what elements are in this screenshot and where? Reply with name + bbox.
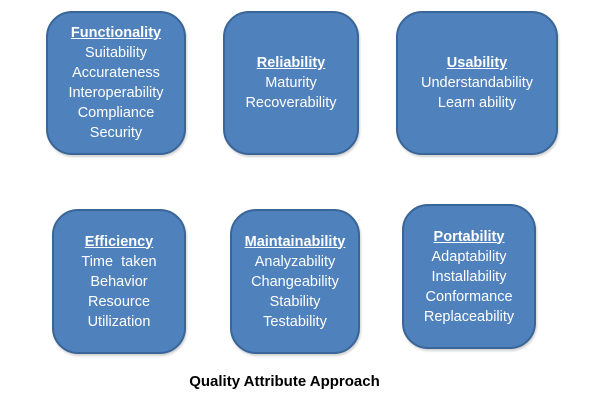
- reliability-box: Reliability Maturity Recoverability: [223, 11, 359, 155]
- attribute-list: Understandability Learn ability: [421, 73, 533, 113]
- attribute-item: Resource: [87, 293, 151, 310]
- attribute-item: Analyzability: [254, 253, 336, 270]
- attribute-item: Accurateness: [72, 65, 160, 81]
- functionality-box: Functionality Suitability Accurateness I…: [46, 11, 186, 155]
- attribute-item: Utilization: [87, 313, 151, 330]
- attribute-item: Behavior: [90, 273, 148, 290]
- attribute-item: Time taken: [81, 253, 157, 270]
- attribute-item: Security: [89, 125, 143, 141]
- attribute-item: Suitability: [84, 45, 148, 61]
- attribute-list: Maturity Recoverability: [245, 73, 336, 113]
- usability-box: Usability Understandability Learn abilit…: [396, 11, 558, 155]
- attribute-list: Adaptability Installability Conformance …: [424, 247, 514, 327]
- portability-box: Portability Adaptability Installability …: [402, 204, 536, 349]
- attribute-item: Learn ability: [437, 95, 517, 111]
- attribute-item: Stability: [269, 293, 321, 310]
- attribute-item: Maturity: [265, 75, 317, 91]
- diagram-caption: Quality Attribute Approach: [189, 373, 380, 390]
- box-title: Usability: [446, 55, 508, 71]
- efficiency-box: Efficiency Time taken Behavior Resource …: [52, 209, 186, 354]
- box-title: Maintainability: [244, 233, 346, 250]
- box-title: Portability: [433, 228, 505, 245]
- attribute-item: Adaptability: [431, 248, 507, 265]
- attribute-item: Testability: [263, 313, 327, 330]
- attribute-list: Analyzability Changeability Stability Te…: [251, 252, 339, 332]
- attribute-item: Changeability: [251, 273, 339, 290]
- box-title: Reliability: [256, 55, 326, 71]
- attribute-item: Understandability: [420, 75, 534, 91]
- attribute-list: Suitability Accurateness Interoperabilit…: [68, 43, 163, 143]
- attribute-item: Compliance: [77, 105, 155, 121]
- box-title: Functionality: [70, 25, 162, 41]
- attribute-item: Interoperability: [68, 85, 164, 101]
- attribute-item: Replaceability: [423, 308, 515, 325]
- attribute-list: Time taken Behavior Resource Utilization: [81, 252, 156, 332]
- maintainability-box: Maintainability Analyzability Changeabil…: [230, 209, 360, 354]
- attribute-item: Installability: [431, 268, 507, 285]
- attribute-item: Recoverability: [245, 95, 337, 111]
- box-title: Efficiency: [84, 233, 154, 250]
- attribute-item: Conformance: [425, 288, 513, 305]
